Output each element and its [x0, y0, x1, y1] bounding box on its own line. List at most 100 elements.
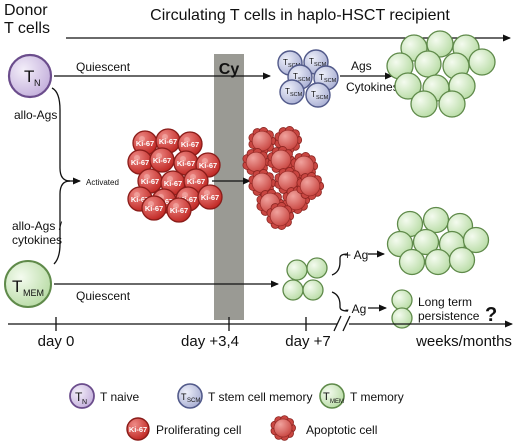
svg-text:N: N: [82, 399, 87, 406]
activated-label: Activated: [86, 178, 119, 187]
svg-text:Ki-67: Ki-67: [164, 179, 182, 188]
memory-cell-cluster-day7: [282, 257, 328, 301]
svg-text:T: T: [283, 58, 288, 67]
quiescent-top-label: Quiescent: [76, 60, 131, 74]
proliferating-cell: Ki-67: [197, 184, 223, 210]
proliferating-cell: Ki-67: [141, 195, 167, 221]
memory-cell: [302, 279, 324, 301]
memory-cell-cluster-persistent: [391, 289, 413, 329]
day7-label: day +7: [285, 333, 330, 350]
donor-label-line2: T cells: [4, 20, 50, 37]
allo-ags-label: allo-Ags: [14, 108, 57, 122]
svg-text:Ki-67: Ki-67: [177, 159, 195, 168]
t-naive-node: T N: [7, 53, 53, 99]
legend-proliferating-icon: Ki-67: [126, 417, 150, 441]
weeks-months-label: weeks/months: [415, 333, 512, 350]
memory-cell-cluster-expanded: [386, 206, 490, 276]
allo-ags-path: [51, 87, 71, 182]
svg-text:Ki-67: Ki-67: [131, 158, 149, 167]
tscm-cell-cluster: TSCMTSCMTSCMTSCMTSCMTSCM: [277, 49, 339, 108]
svg-text:Ki-67: Ki-67: [145, 204, 163, 213]
memory-cell: [414, 50, 442, 78]
memory-cell: [391, 289, 413, 311]
memory-cell: [286, 259, 308, 281]
svg-text:SCM: SCM: [324, 78, 337, 84]
svg-text:T: T: [311, 90, 316, 99]
svg-text:SCM: SCM: [187, 398, 200, 404]
diagram-title: Circulating T cells in haplo-HSCT recipi…: [150, 7, 450, 24]
memory-cell: [391, 307, 413, 329]
long-term-label-1: Long term: [418, 295, 472, 309]
memory-cell: [438, 90, 466, 118]
svg-text:T: T: [181, 392, 187, 402]
cy-label: Cy: [219, 61, 240, 78]
minus-ag-branch: [331, 291, 349, 312]
apoptotic-cell: [266, 202, 295, 230]
day0-label: day 0: [38, 333, 75, 350]
svg-text:Ki-67: Ki-67: [136, 139, 154, 148]
allo-ags-cytokines-label-1: allo-Ags /: [12, 219, 63, 233]
legend-proliferating-label: Proliferating cell: [156, 423, 241, 437]
tn-node-letter: T: [24, 67, 34, 86]
legend-scm-label: T stem cell memory: [208, 390, 312, 404]
proliferating-cell: Ki-67: [177, 131, 203, 157]
svg-text:T: T: [285, 87, 290, 96]
cy-treatment-bar: [214, 54, 244, 320]
svg-text:SCM: SCM: [314, 62, 327, 68]
memory-cell: [448, 246, 476, 274]
svg-text:T: T: [293, 72, 298, 81]
svg-text:T: T: [309, 57, 314, 66]
allo-ags-cytokines-label-2: cytokines: [12, 233, 62, 247]
svg-text:SCM: SCM: [298, 77, 311, 83]
legend-apoptotic-label: Apoptotic cell: [306, 423, 377, 437]
memory-cell: [410, 90, 438, 118]
memory-cell: [424, 248, 452, 276]
memory-cell: [462, 226, 490, 254]
ags-label: Ags: [351, 59, 372, 73]
legend: T N T naive T SCM T stem cell memory T M…: [69, 383, 404, 441]
donor-label-line1: Donor: [4, 2, 48, 19]
tmem-node-letter: T: [12, 277, 22, 296]
allo-ags-cytokines-path: [53, 180, 71, 265]
memory-cell: [282, 279, 304, 301]
legend-naive-label: T naive: [100, 390, 139, 404]
proliferating-cell: Ki-67: [166, 197, 192, 223]
quiescent-bottom-label: Quiescent: [76, 289, 131, 303]
svg-text:T: T: [323, 391, 330, 403]
legend-memory-label: T memory: [350, 390, 404, 404]
svg-text:Ki-67: Ki-67: [199, 161, 217, 170]
memory-cell: [398, 248, 426, 276]
memory-cell: [306, 257, 328, 279]
svg-text:SCM: SCM: [316, 95, 329, 101]
memory-cell: [394, 72, 422, 100]
memory-cell-cluster-top: [386, 30, 496, 118]
svg-text:Ki-67: Ki-67: [179, 195, 197, 204]
svg-text:Ki-67: Ki-67: [153, 156, 171, 165]
minus-ag-label: - Ag: [345, 302, 366, 316]
apoptotic-cell: [296, 172, 325, 200]
proliferating-cell: Ki-67: [149, 147, 175, 173]
memory-cell: [422, 206, 450, 234]
t-memory-node: T MEM: [4, 260, 52, 308]
plus-ag-label: + Ag: [344, 248, 368, 262]
axis-break-gap: [337, 316, 349, 332]
day34-label: day +3,4: [181, 333, 239, 350]
legend-memory-icon: T MEM: [319, 383, 345, 409]
svg-text:T: T: [75, 390, 83, 404]
svg-text:Ki-67: Ki-67: [181, 140, 199, 149]
svg-text:Ki-67: Ki-67: [187, 177, 205, 186]
svg-text:MEM: MEM: [330, 399, 344, 405]
tmem-node-sub: MEM: [23, 288, 44, 298]
plus-ag-branch: [331, 253, 349, 276]
apoptotic-cell-cluster: [242, 126, 325, 230]
tn-node-sub: N: [34, 78, 41, 88]
apoptotic-cell: [270, 415, 296, 441]
svg-text:SCM: SCM: [290, 92, 303, 98]
memory-cell: [468, 48, 496, 76]
svg-text:Ki-67: Ki-67: [129, 425, 147, 434]
